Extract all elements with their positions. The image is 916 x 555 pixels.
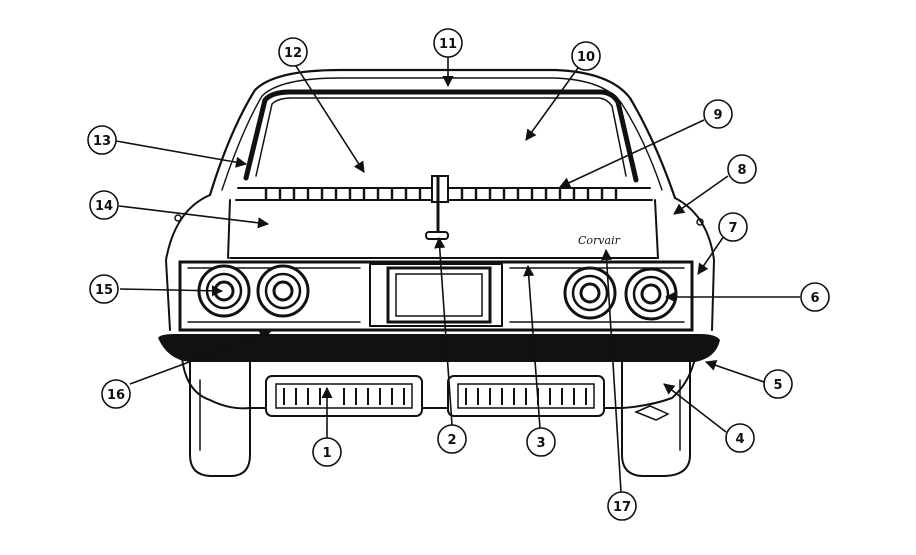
right-rear-tire — [621, 359, 691, 477]
svg-text:16: 16 — [107, 388, 125, 403]
svg-text:4: 4 — [735, 432, 744, 447]
taillights-left — [197, 264, 310, 318]
left-rear-tire — [189, 359, 251, 477]
callout-7: 7 — [718, 212, 748, 242]
callout-10: 10 — [571, 41, 601, 71]
callout-12: 12 — [278, 37, 308, 67]
taillights-right — [563, 266, 678, 321]
rear-bumper — [158, 334, 720, 362]
svg-text:7: 7 — [728, 221, 737, 236]
callout-11: 11 — [433, 28, 463, 58]
license-plate-recess — [369, 263, 503, 327]
svg-text:2: 2 — [447, 433, 456, 448]
callout-4: 4 — [725, 423, 755, 453]
svg-text:15: 15 — [95, 283, 113, 298]
svg-text:1: 1 — [322, 446, 331, 461]
svg-text:3: 3 — [536, 436, 545, 451]
lower-valance — [181, 357, 695, 410]
svg-text:17: 17 — [613, 500, 631, 515]
callout-9: 9 — [703, 99, 733, 129]
callout-16: 16 — [101, 379, 131, 409]
callout-3: 3 — [526, 427, 556, 457]
callout-15: 15 — [89, 274, 119, 304]
svg-text:5: 5 — [773, 378, 782, 393]
svg-text:8: 8 — [737, 163, 746, 178]
callout-8: 8 — [727, 154, 757, 184]
svg-text:10: 10 — [577, 50, 595, 65]
svg-text:12: 12 — [284, 46, 302, 61]
leader-lines — [115, 57, 800, 493]
svg-text:14: 14 — [95, 199, 113, 214]
svg-text:9: 9 — [713, 108, 722, 123]
engine-louvers — [235, 175, 653, 203]
deck-lid — [165, 194, 715, 331]
svg-text:6: 6 — [810, 291, 819, 306]
callout-13: 13 — [87, 125, 117, 155]
lower-grilles — [265, 375, 670, 421]
callout-14: 14 — [89, 190, 119, 220]
callout-17: 17 — [607, 491, 637, 521]
callout-5: 5 — [763, 369, 793, 399]
script-badge: Corvair — [578, 234, 621, 247]
svg-text:13: 13 — [93, 134, 111, 149]
callout-2: 2 — [437, 424, 467, 454]
svg-text:11: 11 — [439, 37, 457, 52]
rear-window — [243, 89, 639, 183]
callout-6: 6 — [800, 282, 830, 312]
callout-1: 1 — [312, 437, 342, 467]
